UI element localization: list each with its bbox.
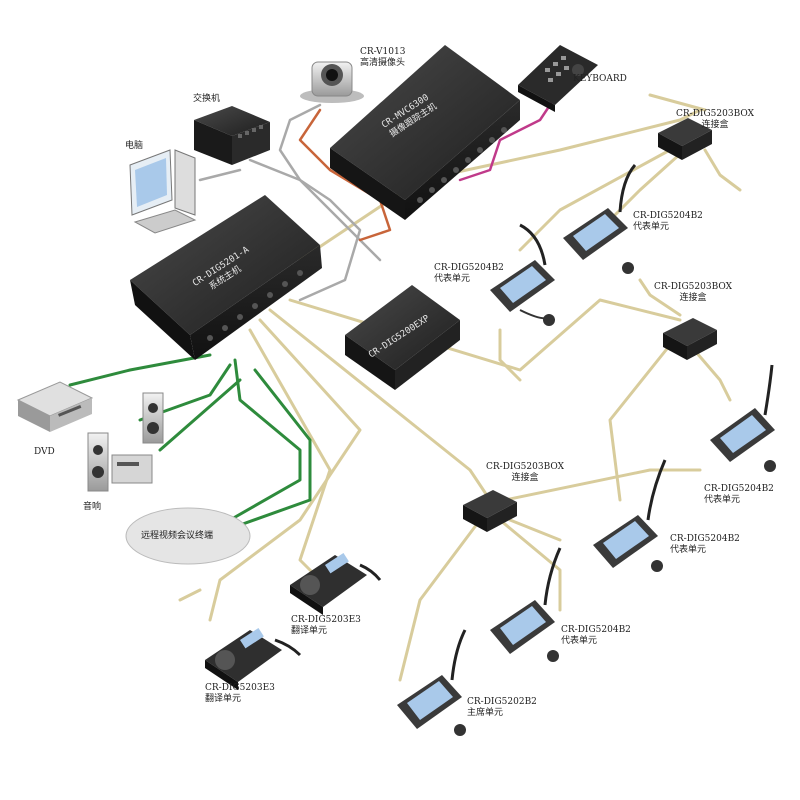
dvd-device (16, 381, 94, 432)
cable-box1-tail (703, 148, 742, 192)
cable-long-left (178, 588, 202, 602)
cable-dvd-to-host (68, 353, 212, 387)
delegate4-desc: 代表单元 (670, 545, 707, 555)
delegate4-label: CR-DIG5204B2 代表单元 (670, 534, 740, 556)
switch-label: 交换机 (193, 94, 221, 104)
interp1-label: CR-DIG5203E3 翻译单元 (205, 683, 275, 705)
interp2-desc: 翻译单元 (291, 626, 328, 636)
exp-device (345, 285, 460, 390)
chairman-device (397, 629, 467, 736)
cable-box3-to-chairman (398, 518, 482, 682)
camera-device (300, 61, 364, 103)
cable-box3-right (503, 468, 702, 502)
box3-device (463, 490, 517, 532)
delegate3-device (710, 364, 776, 472)
delegate1-device (490, 223, 555, 326)
camera-model: CR-V1013 (360, 47, 406, 57)
cable-host-to-interp2 (248, 328, 332, 582)
delegate5-desc: 代表单元 (561, 636, 598, 646)
chairman-label: CR-DIG5202B2 主席单元 (467, 697, 537, 719)
audio-label: 音响 (83, 502, 102, 512)
delegate1-model: CR-DIG5204B2 (434, 263, 504, 273)
cable-box3-tail (508, 518, 562, 542)
cable-host-to-box1 (298, 108, 702, 262)
delegate1-desc: 代表单元 (434, 274, 471, 284)
interp2-device (290, 553, 382, 615)
box3-label: CR-DIG5203BOX 连接盒 (486, 462, 564, 484)
delegate2-desc: 代表单元 (633, 222, 670, 232)
audio-device (87, 392, 164, 492)
box3-desc: 连接盒 (511, 473, 539, 483)
delegate2-model: CR-DIG5204B2 (633, 211, 703, 221)
video-conf-device (125, 507, 251, 565)
cable-conf2-to-host (238, 368, 312, 527)
camera-label: CR-V1013 高清摄像头 (360, 47, 405, 69)
delegate5-label: CR-DIG5204B2 代表单元 (561, 625, 631, 647)
box2-model: CR-DIG5203BOX (654, 282, 732, 292)
cable-host-to-box3 (268, 308, 492, 502)
delegate3-label: CR-DIG5204B2 代表单元 (704, 484, 774, 506)
delegate1-label: CR-DIG5204B2 代表单元 (434, 263, 504, 285)
chairman-desc: 主席单元 (467, 708, 504, 718)
cable-camera-to-host (278, 103, 362, 302)
interp1-model: CR-DIG5203E3 (205, 683, 275, 693)
delegate2-device (563, 164, 637, 274)
delegate2-label: CR-DIG5204B2 代表单元 (633, 211, 703, 233)
box1-device (658, 118, 712, 160)
tracking-host-device (330, 45, 520, 220)
cable-switch-to-host (248, 158, 382, 262)
camera-desc: 高清摄像头 (360, 58, 406, 68)
box2-device (663, 318, 717, 360)
box3-model: CR-DIG5203BOX (486, 462, 564, 472)
cable-box2-to-delegate4 (608, 343, 672, 502)
video-conf-label: 远程视频会议终端 (141, 531, 214, 541)
cable-pc-to-switch (198, 168, 242, 182)
delegate3-desc: 代表单元 (704, 495, 741, 505)
delegate3-model: CR-DIG5204B2 (704, 484, 774, 494)
cable-box2-to-delegate3 (688, 343, 732, 402)
dvd-label: DVD (34, 447, 55, 457)
keyboard-device (518, 45, 598, 112)
cable-box2-top (638, 278, 682, 317)
cable-delegate-mid (498, 328, 522, 382)
cable-host-to-interp1 (208, 318, 362, 622)
cable-keyboard-to-tracking (458, 88, 562, 182)
cable-box1-top (648, 93, 707, 112)
delegate5-device (490, 547, 562, 662)
chairman-model: CR-DIG5202B2 (467, 697, 537, 707)
delegate5-model: CR-DIG5204B2 (561, 625, 631, 635)
box1-desc: 连接盒 (701, 120, 729, 130)
system-host-device (130, 195, 322, 360)
switch-device (194, 106, 270, 165)
interp2-label: CR-DIG5203E3 翻译单元 (291, 615, 361, 637)
box2-desc: 连接盒 (679, 293, 707, 303)
delegate4-device (593, 459, 667, 572)
pc-label: 电脑 (125, 141, 144, 151)
box1-model: CR-DIG5203BOX (676, 109, 754, 119)
interp1-desc: 翻译单元 (205, 694, 242, 704)
box2-label: CR-DIG5203BOX 连接盒 (654, 282, 732, 304)
delegate4-model: CR-DIG5204B2 (670, 534, 740, 544)
interp2-model: CR-DIG5203E3 (291, 615, 361, 625)
cable-box3-to-delegate5 (498, 518, 562, 612)
cable-conf-to-host (228, 358, 302, 522)
keyboard-label: KEYBOARD (573, 74, 627, 84)
interp1-device (205, 628, 302, 690)
pc-device (129, 149, 197, 234)
cable-audio2-to-host (158, 378, 242, 452)
box1-label: CR-DIG5203BOX 连接盒 (676, 109, 754, 131)
